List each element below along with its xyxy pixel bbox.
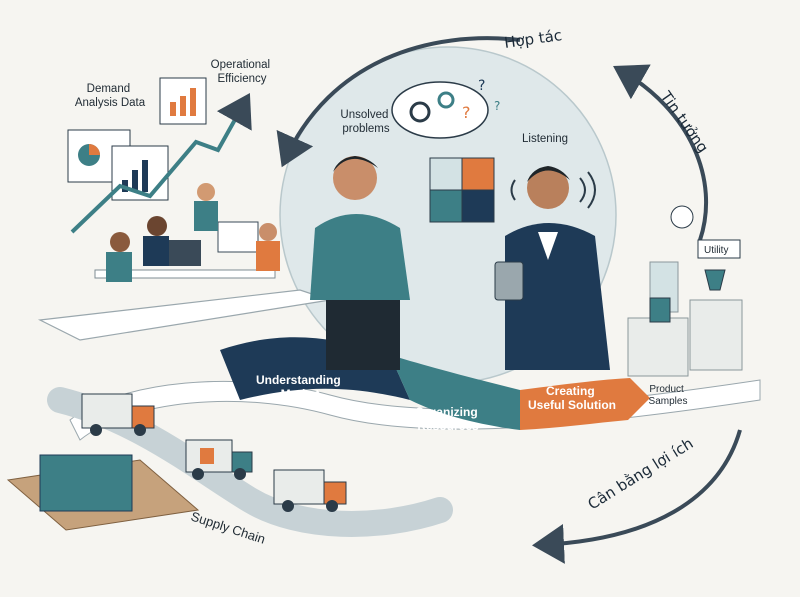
efficiency-label: Operational Efficiency: [211, 59, 274, 85]
unsolved-label: Unsolved problems: [340, 109, 391, 135]
office-team: [94, 183, 280, 282]
creating-band: [520, 378, 650, 430]
question-mark-icon: ?: [478, 78, 485, 94]
efficiency-dashboard: [111, 77, 207, 201]
organizing-label: Organizing Resources: [415, 405, 481, 433]
truck-1: [81, 393, 155, 436]
question-mark-icon: ?: [462, 103, 471, 122]
sound-waves-icon: [510, 171, 596, 209]
understanding-label: Understanding Market: [256, 373, 344, 401]
tin-tuong-label: Tin tưởng: [656, 87, 712, 156]
truck-2: [185, 439, 253, 480]
can-bang-label: Cân bằng lợi ích: [585, 434, 697, 513]
truck-3: [273, 469, 347, 512]
tablet-icon: [494, 261, 524, 301]
thought-cloud: [391, 81, 489, 139]
gear-icon: [409, 101, 431, 123]
can-bang-arrow: [532, 429, 742, 564]
office-platform: [37, 289, 331, 341]
hop-tac-arrow: [276, 36, 521, 168]
listening-person: [494, 166, 610, 370]
container-dock: [6, 454, 200, 531]
question-mark-icon: ?: [494, 99, 500, 113]
thinking-person: [310, 156, 410, 370]
thumbs-up-icon: [670, 205, 694, 229]
demand-label: Demand Analysis Data: [75, 83, 146, 109]
trophy-icon: [704, 269, 726, 291]
box-icon: [649, 297, 671, 323]
creating-label: Creating Useful Solution: [528, 384, 616, 412]
product-samples: [627, 205, 743, 377]
bar-chart-icon: [170, 102, 176, 116]
listening-label: Listening: [522, 133, 568, 145]
puzzle-icon: [429, 157, 495, 223]
growth-arrow: [70, 93, 252, 234]
hop-tac-label: Hợp tác: [503, 26, 563, 52]
utility-label: Utility: [704, 245, 728, 256]
tin-tuong-arrow: [613, 64, 709, 241]
organizing-band: [390, 355, 520, 430]
product-samples-label: Product Samples: [649, 384, 688, 407]
gear-icon: [437, 91, 455, 109]
